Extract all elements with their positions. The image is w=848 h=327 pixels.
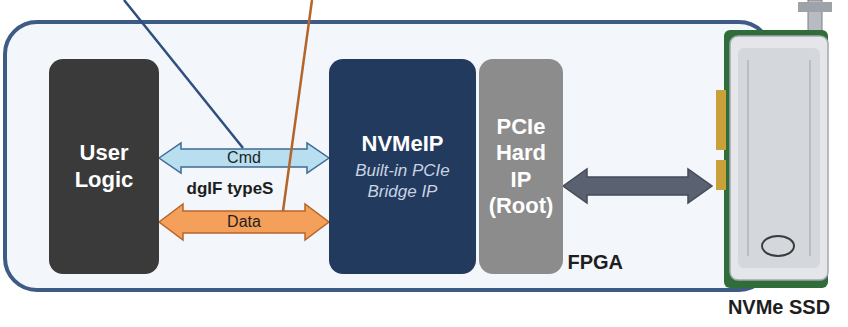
edge-label: Cmd <box>227 149 261 167</box>
ssd-card: NVMe SSD <box>712 0 846 327</box>
user-logic-box: User Logic <box>49 59 159 274</box>
edge-label: Data <box>227 213 261 231</box>
data-arrow <box>159 204 329 240</box>
leader-line <box>283 0 312 211</box>
cmd-arrow <box>159 143 329 173</box>
leader-line <box>124 0 243 148</box>
pcie-hard-ip-box: PCIe Hard IP (Root) <box>479 59 563 274</box>
box-title: NVMe SSD <box>712 296 846 319</box>
interface-label: dgIF typeS <box>187 179 274 199</box>
ssd-illustration <box>712 0 846 292</box>
fpga-region: FPGA User Logic NVMeIP Built-in PCIe Bridge… <box>3 20 773 292</box>
box-subtitle: Built-in PCIe Bridge IP <box>333 161 472 202</box>
box-title: User Logic <box>53 140 155 193</box>
box-title: FPGA <box>567 251 623 274</box>
box-title: PCIe Hard IP (Root) <box>483 114 559 220</box>
pcie-link-arrow <box>563 169 712 203</box>
ip-core-box: NVMeIP Built-in PCIe Bridge IP <box>329 59 476 274</box>
box-title: NVMeIP <box>362 131 444 157</box>
